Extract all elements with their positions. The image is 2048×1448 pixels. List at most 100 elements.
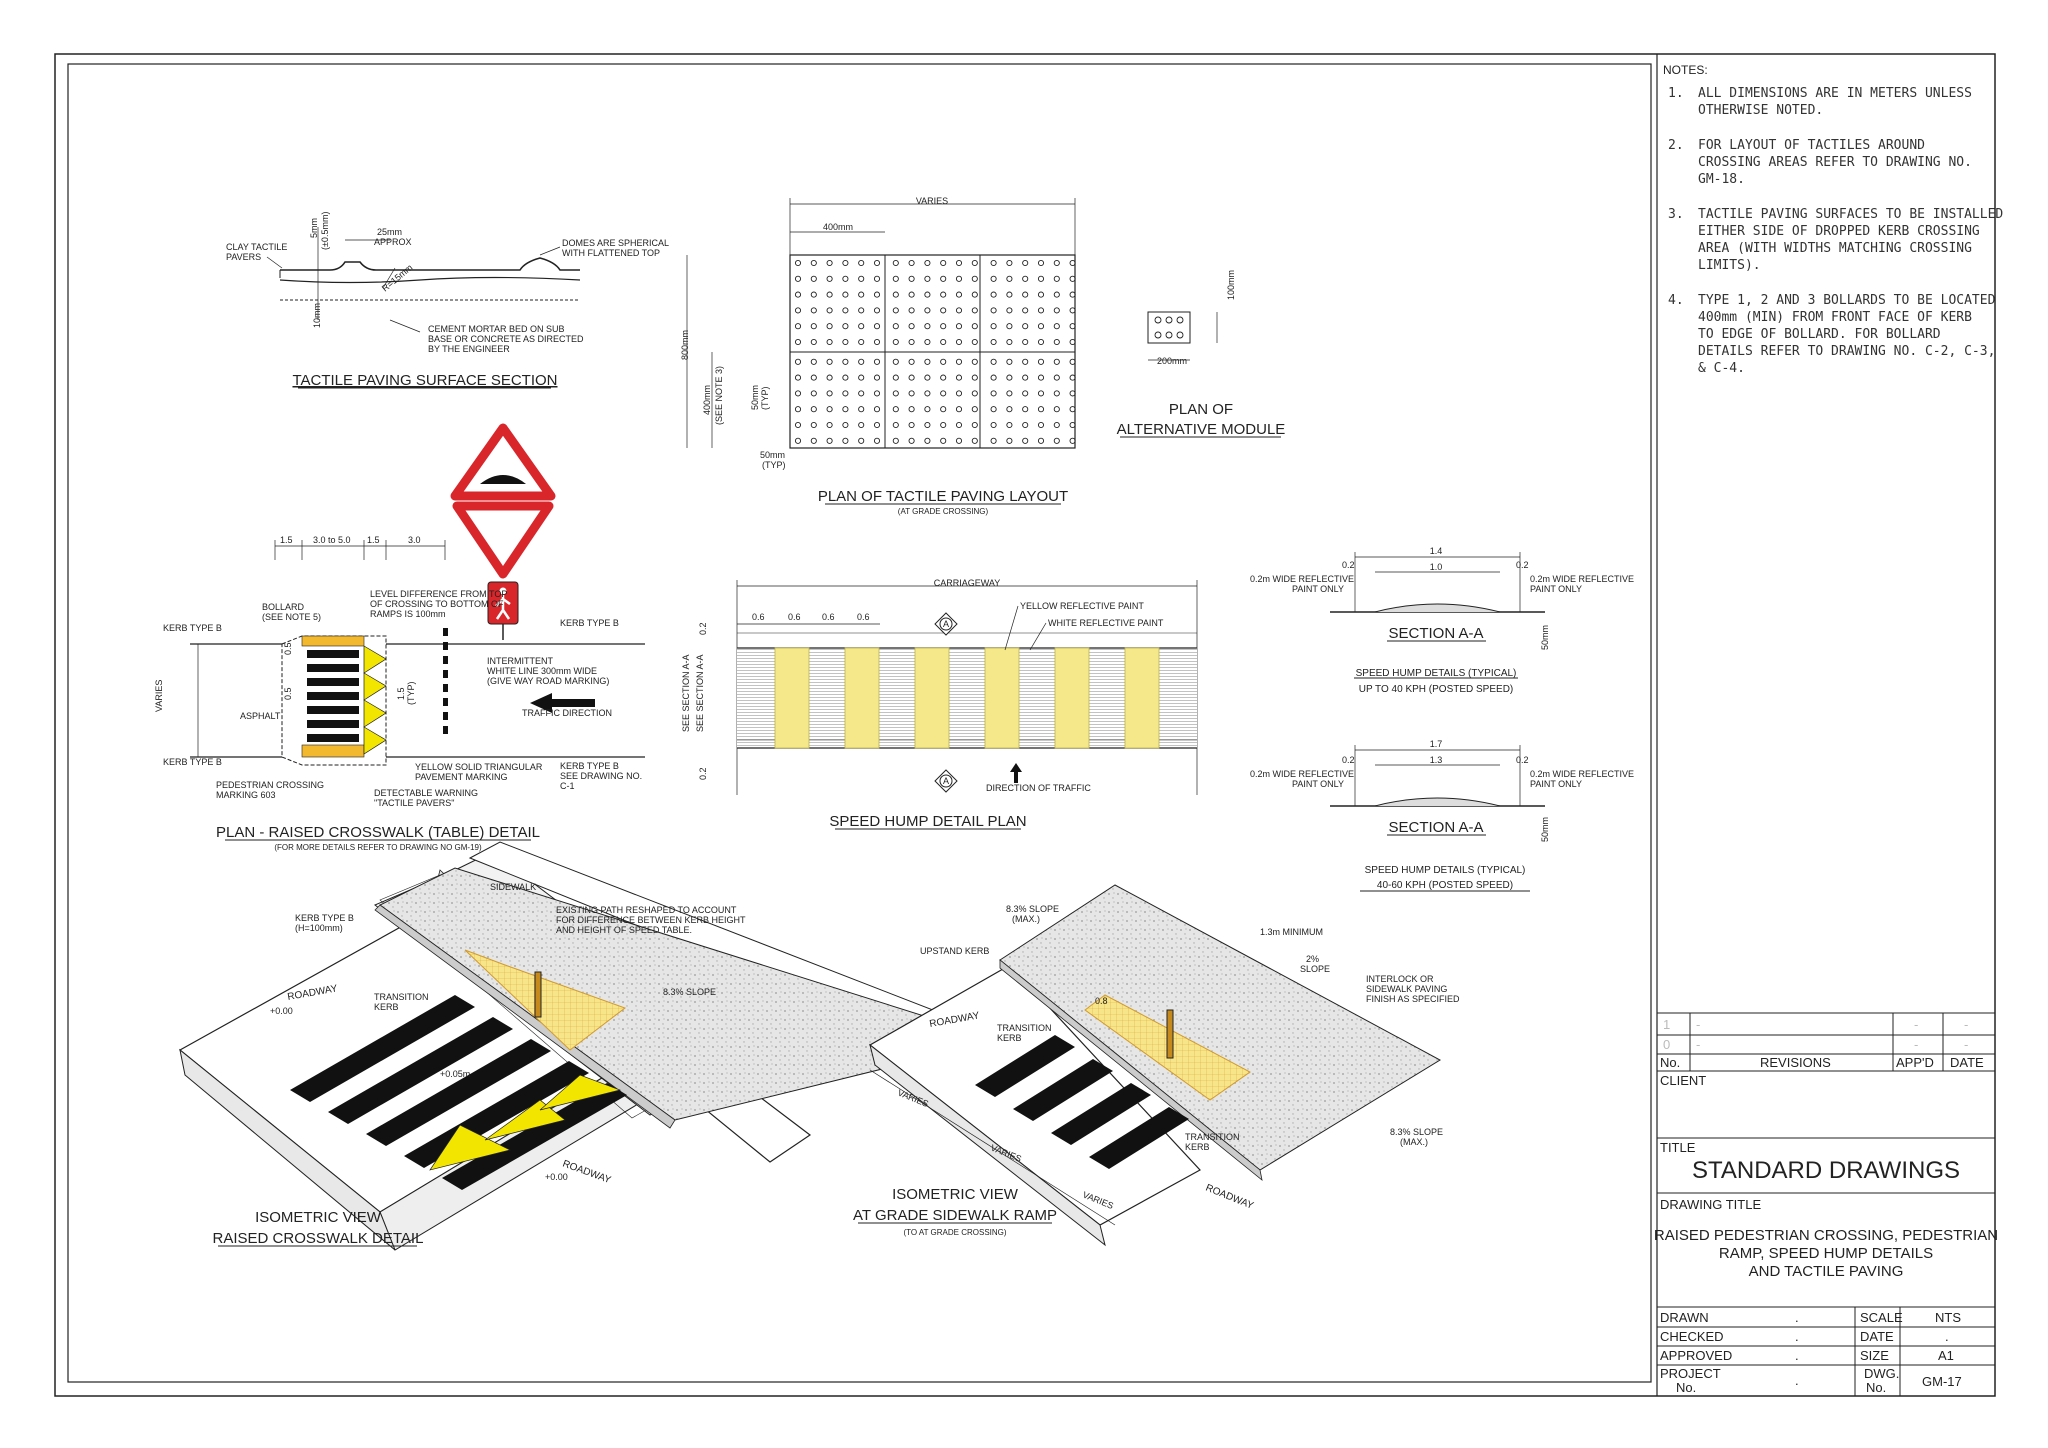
tactile-dome — [955, 307, 963, 314]
tactile-dome — [1037, 406, 1045, 413]
plan-d05b: 0.5 — [283, 687, 293, 700]
iso2-slope-bot-1: 8.3% SLOPE — [1390, 1127, 1443, 1137]
plan-dim-2: 1.5 — [367, 535, 380, 545]
tactile-dome — [971, 374, 978, 381]
notes-heading: NOTES: — [1663, 63, 1708, 77]
plan-level-2: OF CROSSING TO BOTTOM OF — [370, 599, 504, 609]
tactile-dome — [1006, 421, 1013, 429]
tactile-dome — [858, 275, 865, 282]
tactile-dome — [990, 374, 997, 381]
tactile-dome — [842, 323, 849, 330]
tactile-dome-grid — [794, 259, 1076, 444]
tactile-dome — [1037, 275, 1045, 282]
sec1-left-dim: 0.2 — [1342, 560, 1355, 570]
iso1-slope: 8.3% SLOPE — [663, 987, 716, 997]
project-label-2: No. — [1676, 1380, 1696, 1395]
sec1-h-dim: 50mm — [1540, 625, 1550, 650]
zebra-bar — [307, 650, 359, 658]
yellow-stripe — [844, 647, 880, 749]
tactile-dome — [826, 421, 833, 429]
tactile-section-clay-1: CLAY TACTILE — [226, 242, 287, 252]
iso2-interlock-3: FINISH AS SPECIFIED — [1366, 994, 1460, 1004]
zebra-bar — [307, 720, 359, 728]
tactile-section-cement-2: BASE OR CONCRETE AS DIRECTED — [428, 334, 584, 344]
tactile-dome — [1022, 338, 1029, 346]
tactile-dome — [940, 374, 947, 381]
tactile-dome — [1053, 437, 1060, 444]
tactile-dome — [810, 358, 817, 365]
tactile-dome — [940, 275, 947, 282]
alt-module-title-1: PLAN OF — [1169, 401, 1233, 418]
tactile-dome — [873, 275, 881, 282]
tactile-dome — [955, 406, 963, 413]
rev-header-appd: APP'D — [1896, 1055, 1934, 1070]
hump-sec-2: SEE SECTION A-A — [695, 654, 705, 732]
sec2-top-dim: 1.7 — [1430, 739, 1443, 749]
svg-text:A: A — [943, 776, 949, 786]
tactile-dome — [971, 406, 978, 413]
tactile-dome — [971, 421, 978, 429]
tactile-dome — [990, 358, 997, 365]
tactile-dome — [940, 338, 947, 346]
tactile-dome — [940, 358, 947, 365]
tactile-dome — [1053, 358, 1060, 365]
tactile-dome — [990, 421, 997, 429]
rev-appd-0: - — [1914, 1037, 1918, 1052]
rev-no-0: 0 — [1663, 1037, 1670, 1052]
tactile-dome — [1069, 323, 1076, 330]
dwg-label-1: DWG. — [1864, 1366, 1899, 1381]
iso1-transition-2: KERB — [374, 1002, 399, 1012]
note-line: ALL DIMENSIONS ARE IN METERS UNLESS — [1698, 86, 1972, 101]
tactile-dome — [1022, 307, 1029, 314]
yellow-stripe — [1054, 647, 1090, 749]
note-line: & C-4. — [1698, 361, 1745, 376]
tactile-dome — [971, 390, 978, 397]
tactile-dome — [1022, 275, 1029, 282]
give-way-dash — [443, 642, 448, 650]
iso1-existing-1: EXISTING PATH RESHAPED TO ACCOUNT — [556, 905, 737, 915]
tactile-dome — [842, 437, 849, 444]
sec2-right-note-2: PAINT ONLY — [1530, 779, 1582, 789]
tactile-layout-detail: VARIES 400mm 800mm 400mm (SEE NOTE 3) 50… — [680, 196, 1076, 516]
tactile-dome — [1006, 338, 1013, 346]
section-2-caption-2: 40-60 KPH (POSTED SPEED) — [1377, 880, 1513, 891]
tactile-dome — [1053, 323, 1060, 330]
tactile-layout-subtitle: (AT GRADE CROSSING) — [898, 507, 989, 516]
tactile-dome — [1022, 437, 1029, 444]
note-line: CROSSING AREAS REFER TO DRAWING NO. — [1698, 155, 1972, 170]
tactile-dome — [940, 421, 947, 429]
plan-dim-3: 3.0 — [408, 535, 421, 545]
note-line: DETAILS REFER TO DRAWING NO. C-2, C-3, — [1698, 344, 1995, 359]
tactile-dome — [858, 323, 865, 330]
section-aa-1: 1.4 1.0 0.2 0.2 0.2m WIDE REFLECTIVE PAI… — [1250, 546, 1634, 695]
drawing-title-line-1: RAISED PEDESTRIAN CROSSING, PEDESTRIAN — [1654, 1227, 1998, 1244]
zebra-bar — [307, 664, 359, 672]
tactile-dome — [971, 358, 978, 365]
iso1-existing-2: FOR DIFFERENCE BETWEEN KERB HEIGHT — [556, 915, 746, 925]
tactile-dome — [842, 307, 849, 314]
tactile-dome — [1069, 421, 1076, 429]
give-way-dash — [443, 670, 448, 678]
sec2-right-note-1: 0.2m WIDE REFLECTIVE — [1530, 769, 1634, 779]
tactile-dome — [826, 323, 833, 330]
sec1-top-dim: 1.4 — [1430, 546, 1443, 556]
note-number: 4. — [1668, 293, 1684, 308]
scale-label: SCALE — [1860, 1310, 1903, 1325]
tactile-dome — [1022, 323, 1029, 330]
tactile-dome — [1053, 421, 1060, 429]
tactile-section-title: TACTILE PAVING SURFACE SECTION — [292, 372, 557, 389]
tactile-section-domes-2: WITH FLATTENED TOP — [562, 248, 660, 258]
tactile-dome — [1022, 406, 1029, 413]
plan-dim-1: 3.0 to 5.0 — [313, 535, 351, 545]
rev-date-0: - — [1964, 1037, 1968, 1052]
tactile-dome — [908, 358, 915, 365]
tactile-dome — [1037, 421, 1045, 429]
tactile-dome — [1069, 275, 1076, 282]
layout-see-note: (SEE NOTE 3) — [714, 366, 724, 425]
tactile-dome — [858, 390, 865, 397]
tactile-dome — [1053, 338, 1060, 346]
tactile-dome — [794, 259, 802, 267]
give-way-dash — [443, 698, 448, 706]
tactile-dome — [1053, 390, 1060, 397]
sec1-right-dim: 0.2 — [1516, 560, 1529, 570]
